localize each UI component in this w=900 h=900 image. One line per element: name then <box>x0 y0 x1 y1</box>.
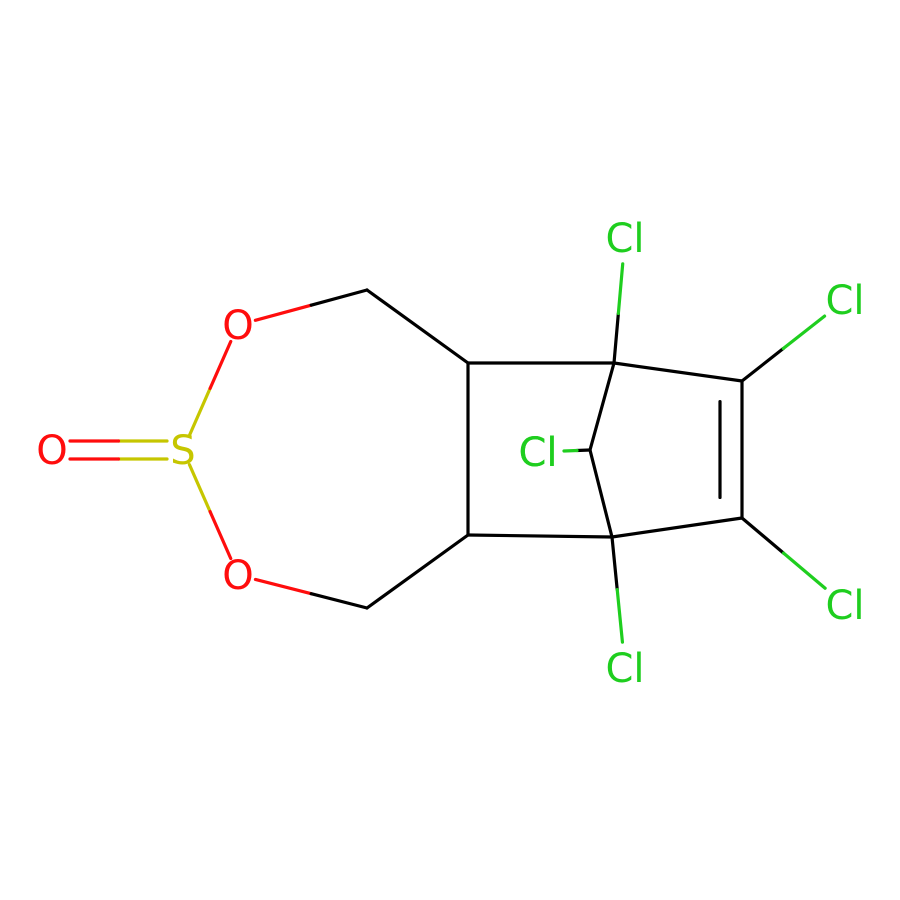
bond-c5-cl1 <box>612 311 620 365</box>
bond-c5-cl1 <box>616 262 625 316</box>
atom-label-cl6: Cl <box>518 430 557 476</box>
bond-c5-c7 <box>588 361 616 452</box>
bond-c5-c8 <box>612 361 744 383</box>
bond-c6-cl4 <box>610 535 619 592</box>
bond-c2-c4 <box>365 533 470 610</box>
bond-s-o3 <box>208 509 233 561</box>
bond-o2-c1 <box>253 303 313 322</box>
bond-c7-cl5 <box>575 448 592 453</box>
atom-label-o3: O <box>222 553 253 599</box>
bond-c9-cl3 <box>781 551 827 590</box>
bond-c8-cl2 <box>740 346 785 383</box>
bond-c8-cl2 <box>781 314 827 351</box>
atom-label-cl4: Cl <box>605 646 644 692</box>
bond-c7-cl5 <box>562 448 579 453</box>
bond-s-o2 <box>208 339 233 391</box>
bond-o3-c2 <box>309 592 369 610</box>
atom-label-s: S <box>170 428 195 474</box>
atom-label-cl1: Cl <box>605 216 644 262</box>
bond-c6-c7 <box>588 448 614 539</box>
bond-s-o3 <box>187 463 212 514</box>
atom-label-o2: O <box>222 303 253 349</box>
bond-c6-c9 <box>610 516 744 539</box>
atom-label-cl5: Cl <box>518 430 557 476</box>
bond-c4-c6 <box>466 533 614 539</box>
bond-c9-cl3 <box>740 516 786 555</box>
bonds <box>68 262 827 644</box>
atom-label-o1: O <box>36 428 67 474</box>
bond-s-o2 <box>187 386 212 437</box>
bond-o2-c1 <box>309 288 369 307</box>
bond-o3-c2 <box>253 577 313 596</box>
atom-label-cl2: Cl <box>825 278 864 324</box>
atom-label-cl3: Cl <box>825 583 864 629</box>
bond-c1-c3 <box>365 288 470 365</box>
bond-c6-cl4 <box>615 587 625 644</box>
